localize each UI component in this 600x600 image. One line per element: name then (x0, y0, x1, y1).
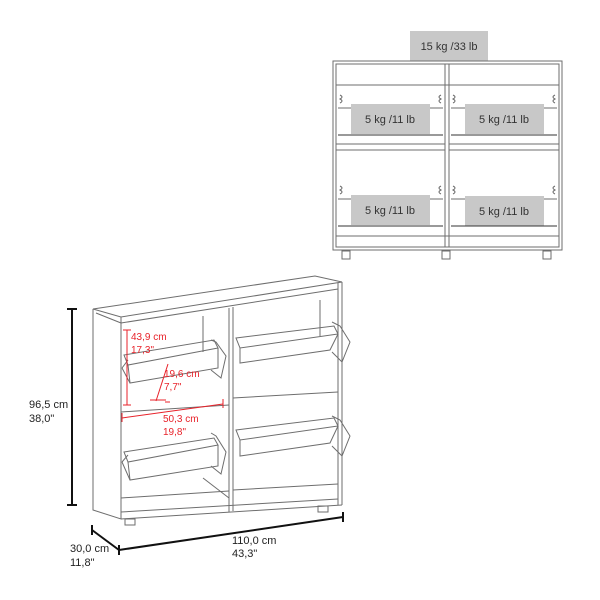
compartment-load-label: 5 kg /11 lb (365, 205, 415, 217)
height-in: 38,0" (29, 413, 54, 425)
height-cm: 96,5 cm (29, 399, 68, 411)
inner-height-in: 17,3" (131, 345, 154, 356)
perspective-view (92, 275, 351, 526)
top-load-label: 15 kg /33 lb (421, 41, 478, 53)
top-load-box (410, 31, 488, 61)
inner-dimension-annotations (121, 329, 224, 422)
width-in: 43,3" (232, 548, 257, 560)
foot (341, 250, 351, 260)
inner-height-cm: 43,9 cm (131, 332, 167, 343)
compartment-load-label: 5 kg /11 lb (479, 206, 529, 218)
foot (441, 250, 451, 260)
door-depth-in: 7,7" (164, 382, 182, 393)
width-cm: 110,0 cm (232, 535, 276, 547)
foot (124, 518, 136, 526)
inner-width-in: 19,8" (163, 427, 186, 438)
door-depth-cm: 19,6 cm (164, 369, 200, 380)
inner-width-cm: 50,3 cm (163, 414, 199, 425)
foot (317, 505, 329, 513)
depth-cm: 30,0 cm (70, 543, 109, 555)
foot (542, 250, 552, 260)
compartment-load-label: 5 kg /11 lb (365, 114, 415, 126)
depth-in: 11,8" (70, 557, 95, 569)
compartment-load-label: 5 kg /11 lb (479, 114, 529, 126)
overall-dimension-lines (67, 308, 344, 555)
front-view (332, 31, 563, 260)
